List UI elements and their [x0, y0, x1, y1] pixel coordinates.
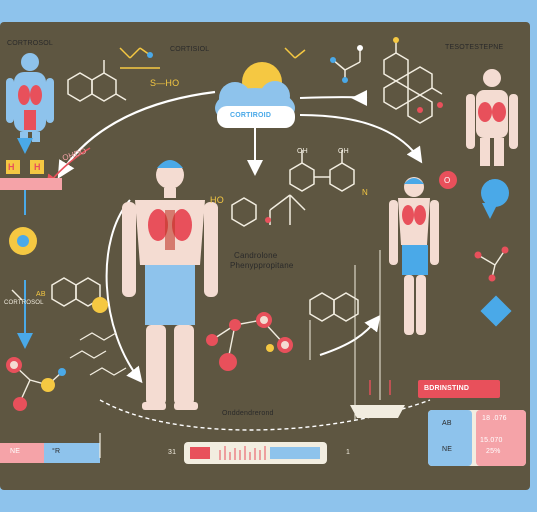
o-node-red — [439, 171, 457, 189]
label-cloud: CORTIROID — [230, 112, 272, 119]
binding-title-badge — [418, 380, 500, 398]
body-figure-right — [466, 69, 518, 166]
label-num-31: 31 — [168, 449, 177, 456]
label-cortrosol-lower: CORTROSOL — [4, 300, 44, 306]
red-label-strip — [0, 178, 62, 190]
label-o-node: O — [444, 176, 451, 185]
body-figure-mid-right — [389, 177, 439, 335]
flow-arrow-mid-lower — [319, 314, 381, 356]
label-ho-top: S—HO — [150, 78, 180, 88]
label-cortisol-center: CORTISIOL — [170, 46, 210, 53]
label-bottom-r: °R — [52, 448, 61, 455]
label-phenylpropionate: Phenyppropitane — [230, 261, 294, 270]
label-binding-val-3: 25% — [486, 448, 501, 455]
cloud-node — [215, 62, 295, 128]
molecule-naphthalene-lower — [309, 292, 359, 322]
label-h-2: H — [34, 162, 41, 172]
label-oh-1: OH — [297, 148, 308, 155]
label-ab: AB — [36, 291, 46, 298]
molecule-phenol-center — [231, 150, 355, 227]
label-candrolone: Candrolone — [234, 251, 278, 260]
label-testosterone: TESOTESTEPNE — [445, 44, 504, 51]
body-figure-main — [122, 160, 218, 410]
label-bottom-ne: NE — [10, 448, 21, 455]
label-n: N — [362, 188, 368, 197]
molecule-chain-top — [332, 48, 361, 80]
flow-arrow-arc-right — [299, 114, 423, 164]
molecule-naphthalene-top — [67, 60, 127, 102]
label-binding-ne: NE — [442, 446, 453, 453]
label-num-1: 1 — [346, 449, 351, 456]
molecule-cluster-lower-left — [6, 357, 66, 411]
label-binding-ab: AB — [442, 420, 452, 427]
label-binding-title: BDRINSTIND — [424, 385, 470, 392]
molecule-red-cluster — [206, 312, 293, 371]
flow-arrow-curve-left — [105, 199, 143, 384]
label-ondder: Onddendrerond — [222, 410, 274, 417]
flow-arrow-top-right — [299, 89, 368, 106]
label-cortisol-left: CORTROSOL — [7, 40, 54, 47]
blue-node-right — [481, 179, 509, 207]
label-h-1: H — [8, 162, 15, 172]
label-binding-val-1: 18 .076 — [482, 415, 507, 422]
label-ho-mid: HO — [210, 195, 224, 205]
flow-arrow-top-left — [57, 90, 216, 179]
label-binding-val-2: 15.070 — [480, 437, 503, 444]
body-figure-left — [6, 53, 54, 142]
molecule-steroid-top — [383, 42, 443, 124]
label-oh-2: OH — [338, 148, 349, 155]
